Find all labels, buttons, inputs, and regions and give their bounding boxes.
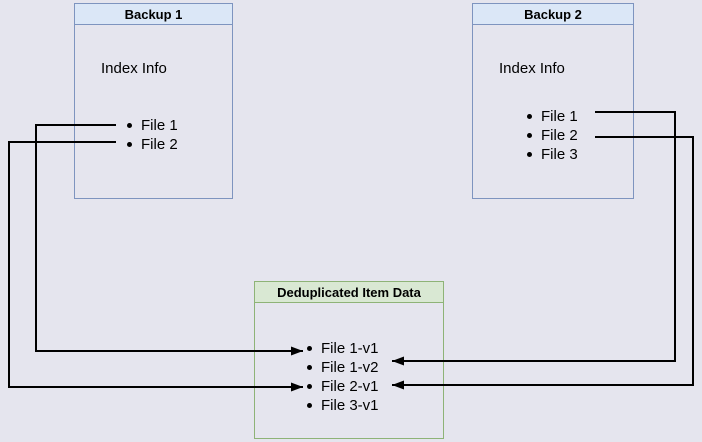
list-item: File 3-v1	[307, 396, 379, 415]
list-item: File 1-v1	[307, 339, 379, 358]
backup1-file-list: File 1 File 2	[127, 116, 178, 154]
list-item: File 1	[527, 107, 578, 126]
bullet-icon	[307, 365, 312, 370]
bullet-icon	[527, 133, 532, 138]
item-label: File 1-v1	[321, 340, 379, 357]
bullet-icon	[127, 142, 132, 147]
item-label: File 3-v1	[321, 397, 379, 414]
bullet-icon	[307, 384, 312, 389]
backup2-file-list: File 1 File 2 File 3	[527, 107, 578, 164]
item-label: File 2-v1	[321, 378, 379, 395]
list-item: File 2	[127, 135, 178, 154]
backup1-header: Backup 1	[75, 4, 232, 25]
bullet-icon	[527, 152, 532, 157]
list-item: File 1	[127, 116, 178, 135]
list-item: File 2-v1	[307, 377, 379, 396]
list-item: File 2	[527, 126, 578, 145]
backup2-header: Backup 2	[473, 4, 633, 25]
backup2-box: Backup 2 Index Info File 1 File 2 File 3	[472, 3, 634, 199]
bullet-icon	[307, 403, 312, 408]
item-label: File 1-v2	[321, 359, 379, 376]
file-label: File 2	[141, 136, 178, 153]
file-label: File 1	[541, 108, 578, 125]
dedup-item-list: File 1-v1 File 1-v2 File 2-v1 File 3-v1	[307, 339, 379, 415]
backup1-box: Backup 1 Index Info File 1 File 2	[74, 3, 233, 199]
list-item: File 1-v2	[307, 358, 379, 377]
backup2-index-info: Index Info	[499, 60, 565, 77]
file-label: File 2	[541, 127, 578, 144]
backup1-index-info: Index Info	[101, 60, 167, 77]
bullet-icon	[527, 114, 532, 119]
list-item: File 3	[527, 145, 578, 164]
bullet-icon	[127, 123, 132, 128]
bullet-icon	[307, 346, 312, 351]
file-label: File 3	[541, 146, 578, 163]
dedup-header: Deduplicated Item Data	[255, 282, 443, 303]
deduplicated-item-data-box: Deduplicated Item Data File 1-v1 File 1-…	[254, 281, 444, 439]
file-label: File 1	[141, 117, 178, 134]
